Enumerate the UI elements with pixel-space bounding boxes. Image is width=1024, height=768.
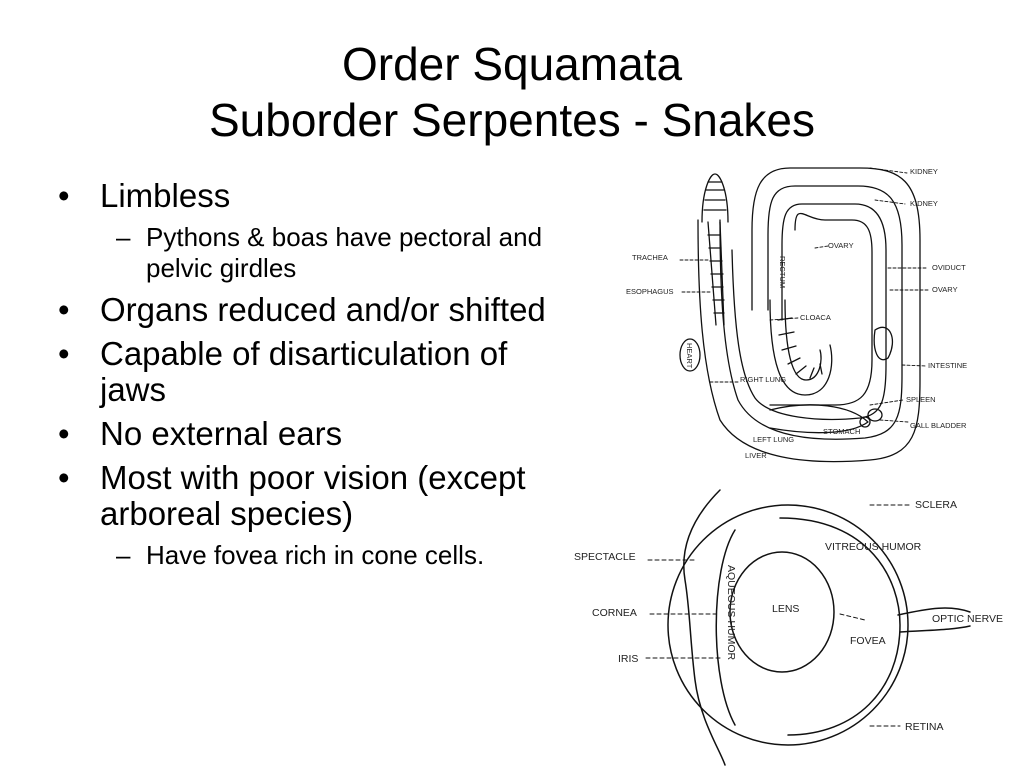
lens-shape (729, 551, 835, 673)
eye-anatomy-diagram: SCLERA SPECTACLE VITREOUS HUMOR AQUEOUS … (574, 489, 1003, 766)
snake-head (701, 173, 729, 223)
snake-anatomy-diagram: KIDNEY KIDNEY OVARY OVIDUCT OVARY TRACHE… (626, 167, 967, 463)
label-optic-nerve: OPTIC NERVE (932, 613, 1003, 625)
snake-body-inner (719, 185, 903, 440)
slide-title: Order Squamata Suborder Serpentes - Snak… (0, 36, 1024, 148)
label-oviduct: OVIDUCT (932, 263, 966, 272)
bullet-text: Capable of disarticulation of jaws (100, 335, 508, 408)
label-spleen: SPLEEN (906, 395, 936, 404)
sub-bullet-text: Pythons & boas have pectoral and pelvic … (146, 222, 543, 283)
label-heart: HEART (685, 343, 694, 369)
bullet-vision: •Most with poor vision (except arboreal … (58, 459, 526, 532)
label-ovary-1: OVARY (828, 241, 854, 250)
label-spectacle: SPECTACLE (574, 551, 636, 563)
sub-bullet-text: Have fovea rich in cone cells. (146, 540, 485, 570)
bullet-list: •Limbless –Pythons & boas have pectoral … (58, 178, 558, 579)
label-cornea: CORNEA (592, 607, 637, 619)
label-rectum: RECTUM (778, 256, 787, 288)
label-intestine: INTESTINE (928, 361, 967, 370)
title-line-2: Suborder Serpentes - Snakes (208, 94, 816, 146)
sub-bullet-fovea: –Have fovea rich in cone cells. (116, 540, 485, 570)
title-line-1: Order Squamata (341, 38, 683, 90)
label-iris: IRIS (618, 653, 638, 665)
label-right-lung: RIGHT LUNG (740, 375, 786, 384)
label-esophagus: ESOPHAGUS (626, 287, 674, 296)
bullet-text: Organs reduced and/or shifted (100, 291, 546, 328)
spectacle-curve (683, 489, 726, 766)
label-fovea: FOVEA (850, 635, 886, 647)
sub-bullet-girdles: –Pythons & boas have pectoral and pelvic… (116, 222, 543, 283)
bullet-limbless: •Limbless (58, 177, 231, 214)
bullet-organs: •Organs reduced and/or shifted (58, 291, 546, 328)
cornea-curve (715, 529, 736, 726)
bullet-ears: •No external ears (58, 415, 343, 452)
bullet-text: Limbless (100, 177, 231, 214)
snake-tail (769, 299, 833, 396)
label-gall-bladder: GALL BLADDER (910, 421, 967, 430)
sclera-circle (667, 504, 909, 746)
label-stomach: STOMACH (823, 427, 860, 436)
label-retina: RETINA (905, 721, 944, 733)
snake-body-outer (697, 167, 921, 463)
label-left-lung: LEFT LUNG (753, 435, 794, 444)
label-lens: LENS (772, 603, 799, 615)
label-vitreous-humor: VITREOUS HUMOR (825, 541, 922, 553)
label-kidney-1: KIDNEY (910, 167, 938, 176)
heart-shape (679, 338, 701, 372)
bullet-text: Most with poor vision (except arboreal s… (100, 459, 526, 532)
label-cloaca: CLOACA (800, 313, 831, 322)
bullet-jaws: •Capable of disarticulation of jaws (58, 335, 508, 408)
optic-nerve (897, 607, 971, 633)
label-aqueous-humor: AQUEOUS HUMOR (725, 565, 737, 661)
bullet-text: No external ears (100, 415, 343, 452)
label-sclera: SCLERA (915, 499, 957, 511)
label-trachea: TRACHEA (632, 253, 668, 262)
label-kidney-2: KIDNEY (910, 199, 938, 208)
label-liver: LIVER (745, 451, 767, 460)
label-ovary-2: OVARY (932, 285, 958, 294)
